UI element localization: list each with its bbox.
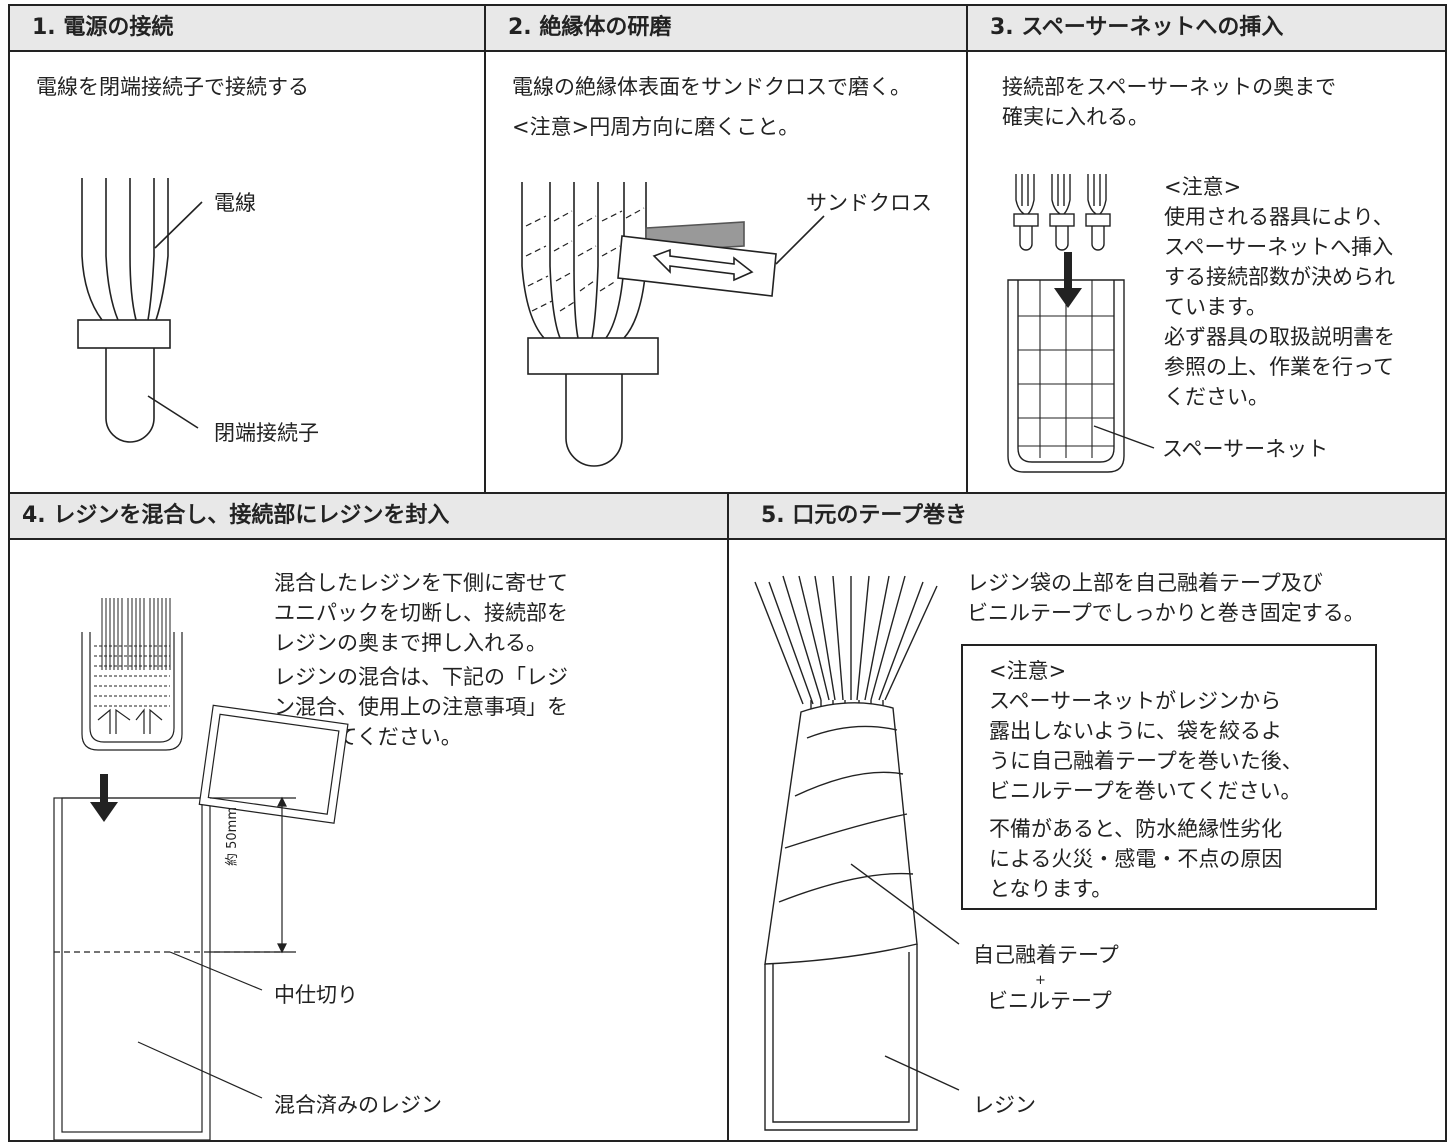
mixed-resin-label: 混合済みのレジン [274, 1093, 442, 1117]
step4-title: 4. レジンを混合し、接続部にレジンを封入 [10, 494, 727, 540]
step3-title: 3. スペーサーネットへの挿入 [968, 6, 1445, 52]
step5-warning: 不備があると、防水絶縁性劣化 による火災・感電・不点の原因 となります。 [989, 817, 1283, 901]
self-fusing-tape-label: 自己融着テープ [973, 943, 1119, 967]
wire-connection-illustration [77, 178, 203, 443]
resin-label: レジン [973, 1093, 1036, 1117]
plus-label: + [1035, 973, 1046, 988]
vinyl-tape-label: ビニルテープ [987, 989, 1112, 1013]
step5-panel: 5. 口元のテープ巻き レジン袋の上部を自己融着テープ及び ビニルテープでしっか… [727, 492, 1447, 1142]
step1-title: 1. 電源の接続 [10, 6, 484, 52]
step4-note: レジンの混合は、下記の「レジ ン混合、使用上の注意事項」を 参照してください。 [274, 665, 568, 749]
step3-caution: <注意> 使用される器具により、 スペーサーネットへ挿入 する接続部数が決められ… [1164, 175, 1395, 409]
step3-instruction: 接続部をスペーサーネットの奥まで 確実に入れる。 [1002, 75, 1337, 129]
step3-panel: 3. スペーサーネットへの挿入 接続部をスペーサーネットの奥まで 確実に入れる。… [966, 4, 1447, 494]
sandcloth-label: サンドクロス [806, 191, 932, 215]
step2-panel: 2. 絶縁体の研磨 電線の絶縁体表面をサンドクロスで磨く。 <注意>円周方向に磨… [484, 4, 968, 494]
step4-panel: 4. レジンを混合し、接続部にレジンを封入 混合したレジンを下側に寄せて ユニパ… [8, 492, 729, 1142]
tape-wrapping-illustration [754, 575, 960, 1131]
step2-title: 2. 絶縁体の研磨 [486, 6, 966, 52]
spacer-net-label: スペーサーネット [1162, 437, 1329, 461]
step5-title: 5. 口元のテープ巻き [729, 494, 1445, 540]
step5-caution: <注意> スペーサーネットがレジンから 露出しないように、袋を絞るよ うに自己融… [989, 659, 1303, 803]
partition-label: 中仕切り [274, 983, 358, 1007]
step1-panel: 1. 電源の接続 電線を閉端接続子で接続する 電線 閉端接続子 [8, 4, 486, 494]
resin-filling-illustration [53, 598, 349, 1141]
step4-instruction: 混合したレジンを下側に寄せて ユニパックを切断し、接続部を レジンの奥まで押し入… [274, 571, 568, 655]
wire-label: 電線 [214, 191, 256, 215]
step2-caution: <注意>円周方向に磨くこと。 [512, 115, 800, 139]
spacer-net-insertion-illustration [1007, 174, 1155, 473]
step2-instruction: 電線の絶縁体表面をサンドクロスで磨く。 [512, 75, 911, 99]
step5-instruction: レジン袋の上部を自己融着テープ及び ビニルテープでしっかりと巻き固定する。 [967, 571, 1365, 625]
sanding-illustration [521, 182, 825, 467]
closed-end-connector-label: 閉端接続子 [214, 421, 319, 445]
step1-instruction: 電線を閉端接続子で接続する [36, 75, 309, 99]
dimension-50mm-label: 約 50mm [225, 806, 240, 866]
step5-caution-box: <注意> スペーサーネットがレジンから 露出しないように、袋を絞るよ うに自己融… [961, 644, 1377, 910]
